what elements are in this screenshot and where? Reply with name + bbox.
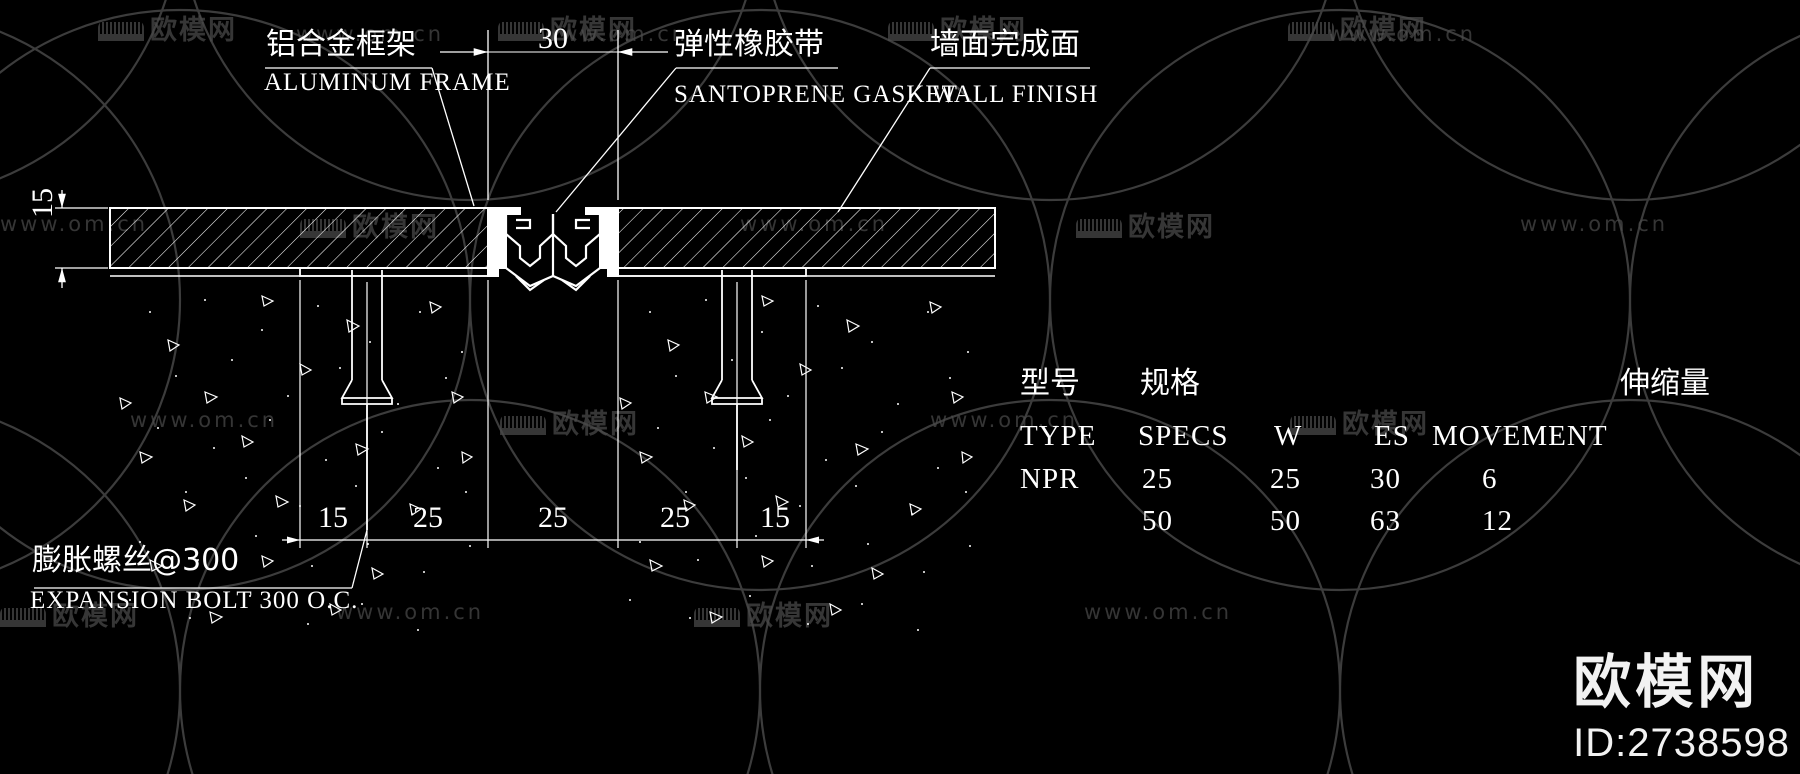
- couch-icon: [1288, 20, 1334, 44]
- dimension-bottom-chain: [282, 280, 824, 548]
- spec-header-cn-type: 型号: [1020, 366, 1080, 401]
- concrete-stipple-right: [619, 294, 974, 631]
- brand-name: 欧模网: [1573, 648, 1760, 716]
- callout-expansion-bolt-cn: 膨胀螺丝@300: [32, 543, 240, 578]
- dimension-value-top: 30: [538, 22, 568, 55]
- couch-icon: [498, 20, 544, 44]
- spec-row-0-movement: 6: [1482, 463, 1498, 495]
- spec-row-1-w: 50: [1270, 505, 1301, 537]
- watermark-url: www.om.cn: [930, 408, 1079, 432]
- couch-icon: [1076, 217, 1122, 241]
- spec-header-en-movement: MOVEMENT: [1432, 420, 1608, 452]
- watermark-logo: 欧模网: [0, 594, 139, 633]
- callout-aluminum-frame-cn: 铝合金框架: [266, 27, 416, 62]
- dimension-value-chain-0: 15: [318, 501, 348, 534]
- watermark-url: www.om.cn: [296, 22, 445, 46]
- couch-icon: [1290, 414, 1336, 438]
- spec-row-1-es: 63: [1370, 505, 1401, 537]
- spec-header-en-es: ES: [1374, 420, 1410, 452]
- spec-header-en-type: TYPE: [1020, 420, 1097, 452]
- callout-leaders: [34, 67, 1090, 589]
- santoprene-gasket-profile: [504, 214, 602, 292]
- watermark-logo: 欧模网: [888, 8, 1027, 47]
- brand-id: ID:2738598: [1573, 721, 1790, 765]
- brand-block: 欧模网 ID:2738598: [1573, 635, 1790, 766]
- spec-row-0-es: 30: [1370, 463, 1401, 495]
- callout-expansion-bolt-en: EXPANSION BOLT 300 O.C.: [30, 587, 359, 614]
- watermark-url: www.om.cn: [540, 22, 689, 46]
- callout-santoprene-gasket-en: SANTOPRENE GASKET: [674, 81, 958, 108]
- spec-header-en-w: W: [1274, 420, 1303, 452]
- callout-wall-finish-cn: 墙面完成面: [930, 27, 1080, 62]
- wall-finish-board-right: [617, 207, 996, 269]
- couch-icon: [0, 606, 46, 630]
- couch-icon: [888, 20, 934, 44]
- callout-wall-finish-en: WALL FINISH: [932, 81, 1099, 108]
- couch-icon: [694, 606, 740, 630]
- spec-row-0-specs: 25: [1142, 463, 1173, 495]
- watermark-logo: 欧模网: [1288, 8, 1427, 47]
- concrete-stipple-left: [119, 294, 474, 631]
- watermark-url: www.om.cn: [1084, 600, 1233, 624]
- watermark-logo: 欧模网: [500, 402, 639, 441]
- base-plate-lines: [110, 267, 995, 277]
- dimension-value-chain-4: 15: [760, 501, 790, 534]
- watermark-logo: 欧模网: [498, 8, 637, 47]
- spec-header-cn-specs: 规格: [1140, 366, 1200, 401]
- couch-icon: [98, 20, 144, 44]
- watermark-logo: 欧模网: [98, 8, 237, 47]
- couch-icon: [500, 414, 546, 438]
- callout-santoprene-gasket-cn: 弹性橡胶带: [674, 27, 824, 62]
- spec-header-en-specs: SPECS: [1138, 420, 1229, 452]
- dimension-value-left: 15: [26, 188, 59, 218]
- watermark-url: www.om.cn: [1328, 22, 1477, 46]
- spec-row-0-w: 25: [1270, 463, 1301, 495]
- callout-aluminum-frame-en: ALUMINUM FRAME: [264, 69, 511, 96]
- watermark-url: www.om.cn: [336, 600, 485, 624]
- watermark-logo: 欧模网: [1076, 205, 1215, 244]
- dimension-left-15: [55, 190, 108, 288]
- watermark-logo: 欧模网: [1290, 402, 1429, 441]
- dimension-top-30: [440, 30, 668, 200]
- dimension-value-chain-1: 25: [413, 501, 443, 534]
- watermark-logo: 欧模网: [694, 594, 833, 633]
- spec-row-1-specs: 50: [1142, 505, 1173, 537]
- wall-finish-board-left: [109, 207, 489, 269]
- dimension-value-chain-3: 25: [660, 501, 690, 534]
- spec-row-1-movement: 12: [1482, 505, 1513, 537]
- dimension-value-chain-2: 25: [538, 501, 568, 534]
- spec-row-0-type: NPR: [1020, 463, 1080, 495]
- spec-header-cn-movement: 伸缩量: [1620, 366, 1710, 401]
